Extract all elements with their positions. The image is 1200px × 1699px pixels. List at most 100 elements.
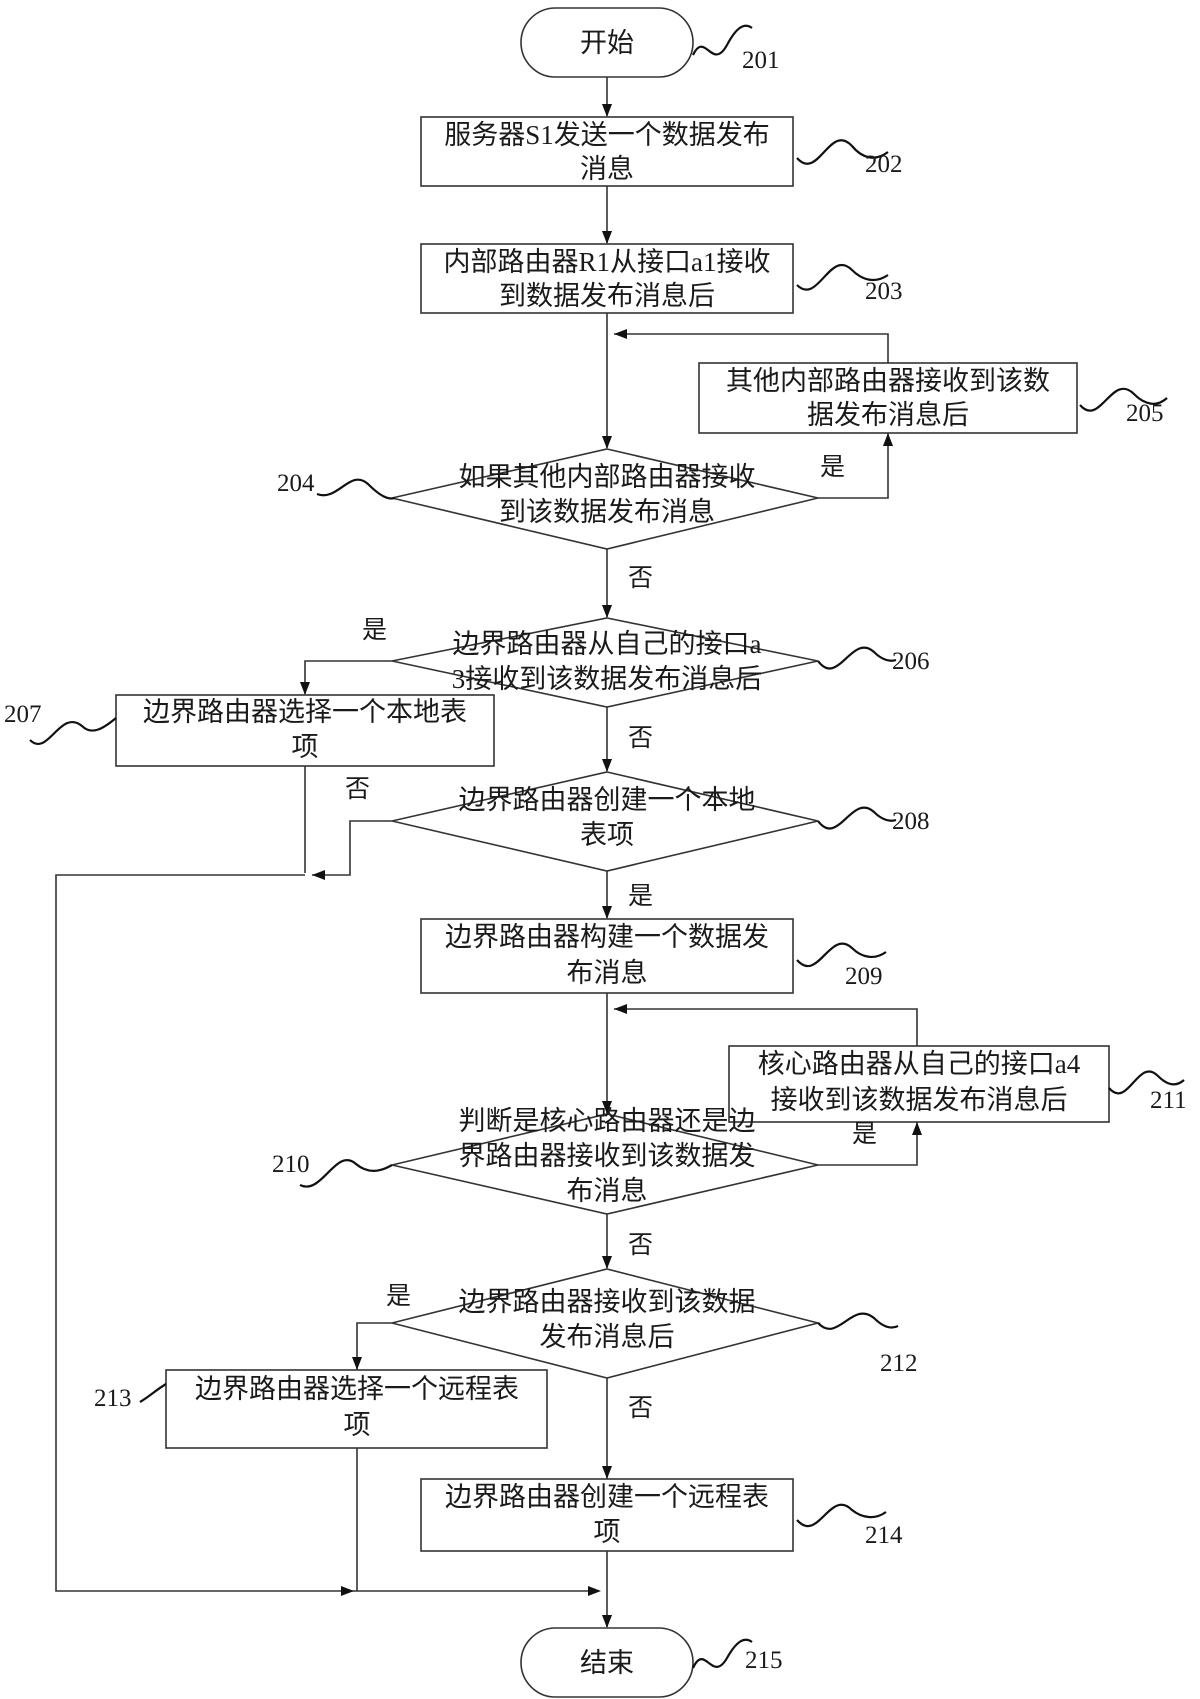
ref-203: 203	[865, 278, 903, 305]
ref-208: 208	[892, 808, 930, 835]
arrowheads	[300, 104, 922, 1628]
arrow-into-209	[602, 906, 612, 919]
decision-208	[391, 771, 819, 872]
arrow-return-to-main-1	[614, 329, 627, 339]
edge-label-210-no: 否	[628, 1232, 653, 1259]
leader-208	[817, 806, 897, 830]
edge-204-205-yes	[818, 433, 889, 499]
ref-212: 212	[880, 1350, 918, 1377]
arrow-return-to-main-2	[614, 1004, 627, 1014]
edge-label-210-yes: 是	[852, 1121, 877, 1148]
edge-labels: 是 否 是 否 否 是 是 否 是 否	[345, 454, 877, 1422]
edge-label-212-no: 否	[628, 1395, 653, 1422]
node-215-text: 结束	[580, 1648, 634, 1678]
leader-212	[817, 1312, 899, 1330]
node-208-text: 边界路由器创建一个本地表项	[459, 785, 756, 850]
edge-label-208-yes: 是	[628, 883, 653, 910]
leader-215	[692, 1638, 753, 1669]
edge-label-204-yes: 是	[820, 454, 845, 481]
leader-203	[796, 263, 889, 291]
decision-210	[391, 1113, 819, 1215]
leader-205	[1079, 387, 1168, 412]
reference-numerals: 201 202 203 205 204 206 207 208 209 211 …	[4, 47, 1187, 1674]
arrow-into-212	[602, 1256, 612, 1269]
process-202	[420, 116, 794, 187]
edge-211-return	[614, 1008, 918, 1046]
arrow-bus-mid	[341, 1586, 354, 1596]
arrow-into-215	[602, 1615, 612, 1628]
leader-214	[796, 1503, 887, 1528]
process-207	[115, 694, 495, 767]
terminal-start	[520, 7, 694, 78]
shapes	[115, 7, 1110, 1698]
process-209	[420, 918, 794, 994]
ref-209: 209	[845, 963, 883, 990]
edge-206-207-yes	[304, 660, 392, 694]
arrow-into-210	[602, 1101, 612, 1114]
ref-205: 205	[1126, 400, 1164, 427]
leader-202	[796, 139, 889, 165]
arrow-into-204	[602, 436, 612, 449]
arrow-bus-end	[588, 1586, 601, 1596]
arrow-into-211	[912, 1122, 922, 1135]
leader-213	[139, 1383, 167, 1403]
process-211	[728, 1045, 1110, 1123]
arrow-merge-left-1	[312, 870, 325, 880]
decision-206	[391, 617, 819, 708]
arrow-into-206	[602, 605, 612, 618]
leader-211	[1108, 1070, 1185, 1095]
edge-label-212-yes: 是	[386, 1283, 411, 1310]
arrow-into-208	[602, 759, 612, 772]
ref-213: 213	[94, 1385, 132, 1412]
decision-204	[391, 448, 819, 550]
ref-207: 207	[4, 701, 42, 728]
decision-212	[391, 1268, 822, 1379]
leader-201	[692, 24, 753, 56]
leader-206	[817, 646, 897, 670]
ref-214: 214	[865, 1522, 903, 1549]
terminal-end	[520, 1627, 694, 1698]
edge-210-211-yes	[818, 1122, 918, 1166]
arrow-into-202	[602, 104, 612, 117]
ref-201: 201	[742, 47, 780, 74]
ref-206: 206	[892, 648, 930, 675]
edge-label-206-yes: 是	[362, 617, 387, 644]
ref-211: 211	[1150, 1087, 1187, 1114]
node-201-text: 开始	[580, 28, 634, 58]
leader-207	[29, 717, 117, 745]
process-205	[698, 362, 1078, 434]
node-214-text: 边界路由器创建一个远程表项	[445, 1482, 769, 1547]
edge-left-bus	[55, 874, 599, 1592]
edge-205-return	[614, 333, 889, 363]
ref-204: 204	[277, 470, 315, 497]
node-207-text: 边界路由器选择一个本地表项	[143, 697, 467, 762]
ref-215: 215	[745, 1647, 783, 1674]
node-203-text: 内部路由器R1从接口a1接收到数据发布消息后	[444, 247, 771, 311]
ref-202: 202	[865, 151, 903, 178]
edge-label-204-no: 否	[628, 565, 653, 592]
node-204-text: 如果其他内部路由器接收到该数据发布消息	[459, 462, 756, 527]
node-209-text: 边界路由器构建一个数据发布消息	[445, 922, 769, 988]
arrow-into-207	[300, 682, 310, 695]
arrow-into-203	[602, 231, 612, 244]
process-214	[420, 1478, 794, 1552]
node-205-text: 其他内部路由器接收到该数据发布消息后	[726, 366, 1050, 430]
edge-212-213-yes	[356, 1322, 392, 1370]
leader-204	[316, 478, 396, 500]
process-203	[420, 243, 794, 314]
arrow-into-205	[883, 433, 893, 446]
leader-210	[299, 1159, 393, 1188]
leader-209	[796, 942, 887, 968]
process-213	[165, 1369, 548, 1449]
node-202-text: 服务器S1发送一个数据发布消息	[444, 120, 770, 184]
ref-210: 210	[272, 1151, 310, 1178]
edge-208-merge-no	[312, 820, 392, 876]
edge-label-206-no: 否	[628, 725, 653, 752]
node-210-text: 判断是核心路由器还是边界路由器接收到该数据发布消息	[459, 1106, 756, 1206]
arrow-into-213	[352, 1357, 362, 1370]
arrow-into-214	[602, 1466, 612, 1479]
node-212-text: 边界路由器接收到该数据发布消息后	[459, 1287, 756, 1352]
